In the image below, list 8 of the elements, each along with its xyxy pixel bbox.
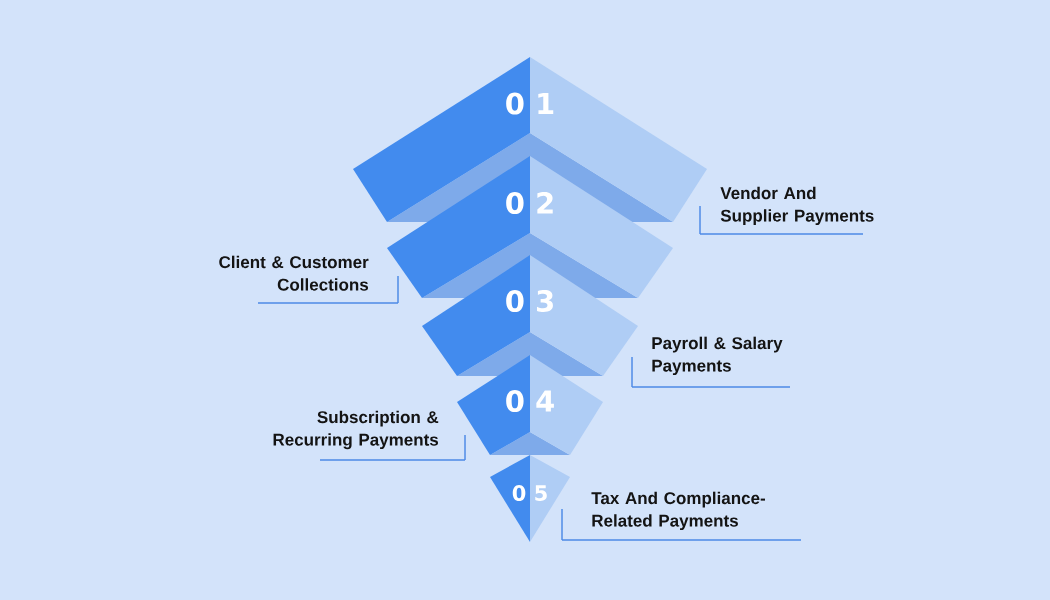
funnel-layer: 0 4 [457,355,603,455]
funnel-layer: 0 5 [490,455,570,542]
step-label: Payroll & Salary Payments [652,336,783,376]
funnel-layer: 0 3 [422,255,638,376]
step-label: Subscription & Recurring Payments [273,410,439,450]
step-label: Vendor And Supplier Payments [720,186,874,226]
step-label: Client & Customer Collections [219,255,369,291]
step-label: Tax And Compliance-Related Payments [591,491,765,531]
